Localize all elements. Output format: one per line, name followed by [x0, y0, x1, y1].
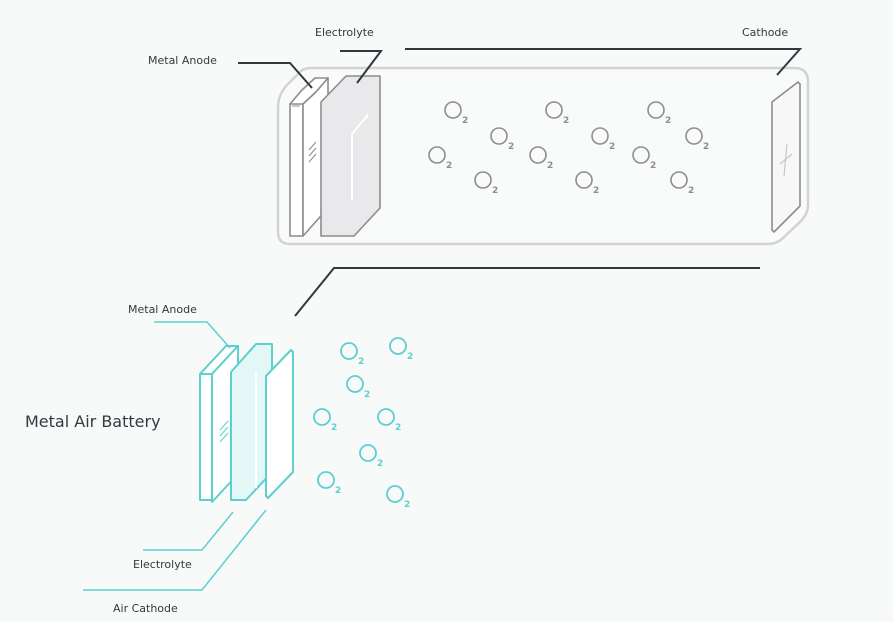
svg-text:2: 2 — [593, 186, 599, 196]
svg-text:2: 2 — [331, 423, 337, 433]
svg-text:2: 2 — [609, 142, 615, 152]
label-top-cathode: Cathode — [742, 26, 788, 39]
o2-molecule: 2 — [575, 171, 599, 196]
label-top-electrolyte: Electrolyte — [315, 26, 374, 39]
svg-text:2: 2 — [446, 161, 452, 171]
leader-bottom-metal-anode — [154, 321, 231, 349]
label-bottom-electrolyte: Electrolyte — [133, 558, 192, 571]
o2-molecule: 2 — [647, 101, 671, 126]
bottom-oxygen-molecules: 2 2 2 2 2 2 2 2 — [313, 337, 413, 510]
top-detail: Metal Anode Electrolyte Cathode 2 2 2 2 … — [148, 26, 810, 246]
o2-molecule: 2 — [490, 127, 514, 152]
svg-text:2: 2 — [665, 116, 671, 126]
leader-bottom-air-cathode — [83, 509, 267, 591]
o2-molecule: 2 — [313, 408, 337, 433]
diagram-title: Metal Air Battery — [25, 412, 161, 431]
o2-molecule: 2 — [346, 375, 370, 400]
svg-text:2: 2 — [404, 500, 410, 510]
o2-molecule: 2 — [340, 342, 364, 367]
svg-text:2: 2 — [358, 357, 364, 367]
o2-molecule: 2 — [685, 127, 709, 152]
o2-molecule: 2 — [670, 171, 694, 196]
top-cathode-plate — [771, 81, 801, 233]
svg-text:2: 2 — [395, 423, 401, 433]
leader-top-metal-anode — [238, 62, 313, 89]
svg-text:2: 2 — [650, 161, 656, 171]
label-bottom-metal-anode: Metal Anode — [128, 303, 197, 316]
o2-molecule: 2 — [389, 337, 413, 362]
top-electrolyte-block — [320, 75, 381, 237]
svg-text:2: 2 — [335, 486, 341, 496]
zoom-connector-line — [294, 267, 760, 317]
svg-text:2: 2 — [563, 116, 569, 126]
o2-molecule: 2 — [529, 146, 553, 171]
bottom-air-cathode-plate — [265, 349, 294, 499]
svg-text:2: 2 — [364, 390, 370, 400]
o2-molecule: 2 — [632, 146, 656, 171]
label-bottom-air-cathode: Air Cathode — [113, 602, 178, 615]
leader-top-electrolyte — [340, 50, 383, 84]
o2-molecule: 2 — [317, 471, 341, 496]
svg-text:2: 2 — [377, 459, 383, 469]
bottom-cell: Metal Air Battery Metal Anode Electrolyt… — [25, 303, 413, 615]
o2-molecule: 2 — [386, 485, 410, 510]
svg-text:2: 2 — [462, 116, 468, 126]
svg-text:2: 2 — [547, 161, 553, 171]
svg-text:2: 2 — [508, 142, 514, 152]
o2-molecule: 2 — [545, 101, 569, 126]
svg-text:2: 2 — [407, 352, 413, 362]
leader-bottom-electrolyte — [143, 511, 234, 551]
o2-molecule: 2 — [591, 127, 615, 152]
o2-molecule: 2 — [474, 171, 498, 196]
o2-molecule: 2 — [444, 101, 468, 126]
top-oxygen-molecules: 2 2 2 2 2 2 2 2 2 2 2 2 — [428, 101, 709, 196]
svg-text:2: 2 — [492, 186, 498, 196]
o2-molecule: 2 — [359, 444, 383, 469]
leader-top-cathode — [405, 48, 803, 76]
o2-molecule: 2 — [377, 408, 401, 433]
detail-container — [276, 66, 810, 246]
svg-text:2: 2 — [703, 142, 709, 152]
label-top-metal-anode: Metal Anode — [148, 54, 217, 67]
svg-text:2: 2 — [688, 186, 694, 196]
o2-molecule: 2 — [428, 146, 452, 171]
